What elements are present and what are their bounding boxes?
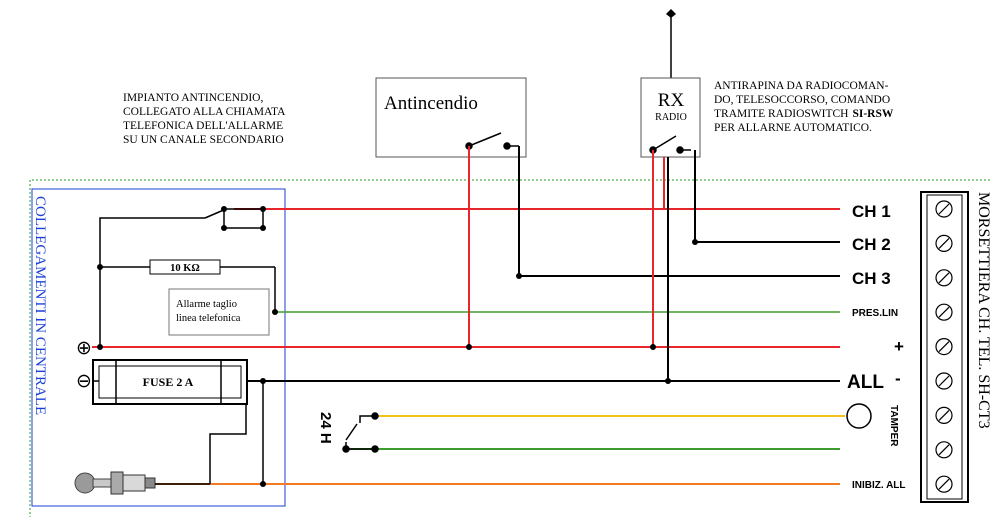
antincendio-switch (465, 132, 519, 150)
plus-symbol: ⊕ (76, 338, 92, 359)
ch2-label: CH 2 (852, 235, 891, 254)
rx-note: ANTIRAPINA DA RADIOCOMAN- DO, TELESOCCOR… (714, 80, 894, 134)
tamper-label: TAMPER (888, 405, 899, 447)
fire-note: IMPIANTO ANTINCENDIO, COLLEGATO ALLA CHI… (123, 92, 286, 146)
resistor: 10 KΩ (149, 259, 221, 275)
cut-alarm-line-2: linea telefonica (176, 313, 241, 324)
terminal-block (920, 191, 969, 503)
all-label: ALL (847, 372, 884, 393)
minus-symbol: ⊖ (76, 371, 92, 392)
rx-note-line-3: TRAMITE RADIOSWITCH SI-RSW (714, 108, 894, 120)
fuse-label: FUSE 2 A (143, 375, 194, 389)
rx-note-line-4: PER ALLARNE AUTOMATICO. (714, 122, 872, 134)
cut-alarm-line-1: Allarme taglio (176, 299, 237, 310)
fire-note-line-4: SU UN CANALE SECONDARIO (123, 134, 284, 146)
rx-title: RX (658, 90, 685, 111)
terminal-screw-slot (938, 409, 950, 421)
pres-lin-label: PRES.LIN (852, 308, 898, 319)
fire-note-line-2: COLLEGATO ALLA CHIAMATA (123, 106, 286, 118)
terminal-screw-slot (938, 375, 950, 387)
terminal-screws (935, 200, 953, 493)
rx-note-bold-model: SI-RSW (852, 108, 893, 120)
terminal-screw-slot (938, 272, 950, 284)
rx-subtitle: RADIO (655, 112, 687, 123)
terminal-screw-slot (938, 444, 950, 456)
rx-note-line-3-text: TRAMITE RADIOSWITCH (714, 108, 848, 120)
inibiz-label: INIBIZ. ALL (852, 480, 906, 491)
terminal-screw-slot (938, 306, 950, 318)
terminal-screw-slot (938, 341, 950, 353)
junction-dots (97, 206, 698, 487)
fire-note-line-3: TELEFONICA DELL'ALLARME (123, 120, 283, 132)
cut-alarm-box: Allarme taglio linea telefonica (168, 288, 270, 336)
terminal-title: MORSETTIERA CH. TEL. SH-CT3 (975, 192, 992, 429)
ch1-label: CH 1 (852, 202, 891, 221)
timer-label: 24 H (317, 412, 334, 444)
dotted-boundary (29, 179, 990, 186)
terminal-screw-slot (938, 478, 950, 490)
terminal-screw-slot (938, 203, 950, 215)
central-title: COLLEGAMENTI IN CENTRALE (32, 196, 48, 415)
fuse: FUSE 2 A (92, 359, 248, 405)
antincendio-box: Antincendio (375, 77, 527, 158)
terminal-screw-slot (938, 237, 950, 249)
rx-box: RX RADIO (640, 77, 701, 158)
antenna-icon (666, 9, 676, 78)
antincendio-label: Antincendio (384, 93, 478, 114)
ch3-label: CH 3 (852, 269, 891, 288)
resistor-label: 10 KΩ (170, 263, 200, 274)
plus-label: + (894, 337, 904, 356)
tamper-24h-switch (342, 412, 379, 453)
rx-note-line-1: ANTIRAPINA DA RADIOCOMAN- (714, 80, 889, 92)
key-switch-icon (74, 471, 210, 495)
minus-label: - (895, 369, 901, 388)
rx-note-line-2: DO, TELESOCCORSO, COMANDO (714, 94, 890, 106)
fire-note-line-1: IMPIANTO ANTINCENDIO, (123, 92, 263, 104)
central-wiring (99, 208, 276, 484)
tamper-sensor-icon (846, 403, 872, 429)
